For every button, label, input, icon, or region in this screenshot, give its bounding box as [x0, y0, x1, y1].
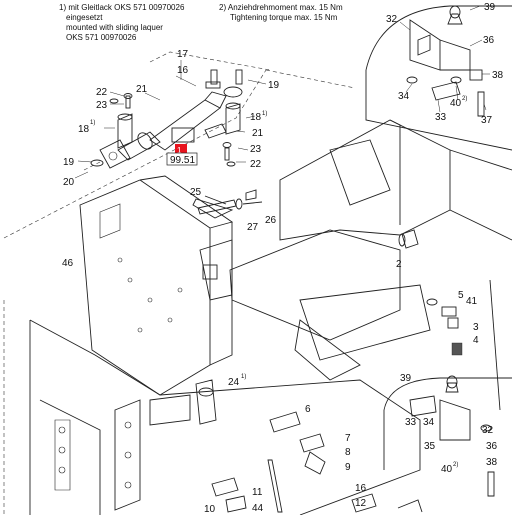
callout-33-bottom: 33: [405, 417, 417, 428]
callout-25: 25: [190, 187, 202, 198]
inset-detail-bottom: [383, 375, 512, 497]
callout-44: 44: [252, 503, 264, 514]
callout-38-bottom: 38: [486, 457, 498, 468]
callout-7: 7: [345, 433, 351, 444]
main-column: [79, 175, 234, 396]
callout-41: 41: [466, 296, 478, 307]
callout-32-top: 32: [386, 14, 398, 25]
callout-32-bottom: 32: [482, 425, 494, 436]
callout-16-bottom: 16: [355, 483, 367, 494]
callout-12: 12: [355, 498, 367, 509]
callout-22-right: 22: [250, 159, 262, 170]
note2-line2: Tightening torque max. 15 Nm: [230, 13, 338, 22]
callout-21-top: 21: [136, 84, 148, 95]
callout-39-top: 39: [484, 2, 496, 13]
callout-34-top: 34: [398, 91, 410, 102]
leader-lines: [74, 5, 490, 179]
callout-37: 37: [481, 115, 493, 126]
callout-40-bottom: 40: [441, 464, 453, 475]
callout-40-top: 40: [450, 98, 462, 109]
callout-19-left: 19: [63, 157, 75, 168]
superscript-18-left: 1): [90, 120, 95, 126]
callout-9: 9: [345, 462, 351, 473]
hydraulic-fittings-right: [398, 229, 463, 356]
callout-2: 2: [396, 259, 402, 270]
callout-24: 24: [228, 377, 240, 388]
callout-17: 17: [177, 49, 189, 60]
inset-detail-top: [365, 5, 512, 151]
callout-16: 16: [177, 65, 189, 76]
superscript-24: 1): [241, 374, 246, 380]
page-reference[interactable]: 1 99.51: [166, 144, 198, 166]
frame-outline: [3, 69, 356, 515]
reference-red-label: 1: [177, 146, 182, 155]
note1-line2: eingesetzt: [66, 13, 103, 22]
callout-11: 11: [252, 487, 263, 498]
callout-23-top: 23: [96, 100, 108, 111]
callout-35: 35: [424, 441, 436, 452]
hydraulic-cylinder: [83, 51, 271, 171]
callout-6: 6: [305, 404, 311, 415]
callout-21-right: 21: [252, 128, 264, 139]
callout-18-left: 18: [78, 124, 90, 135]
callout-19-top: 19: [268, 80, 280, 91]
callout-27: 27: [247, 222, 259, 233]
note2-line1: 2) Anziehdrehmoment max. 15 Nm: [219, 3, 343, 12]
note1-line3: mounted with sliding laquer: [66, 23, 163, 32]
callout-33-top: 33: [435, 112, 447, 123]
callout-36-bottom: 36: [486, 441, 498, 452]
bracket-assembly: [197, 189, 263, 215]
note1-line1: 1) mit Gleitlack OKS 571 00970026: [59, 3, 185, 12]
callout-34-bottom: 34: [423, 417, 435, 428]
hydraulic-fittings-bottom: [195, 379, 423, 513]
superscript-18-right: 1): [262, 111, 267, 117]
callout-39-bottom: 39: [400, 373, 412, 384]
callout-38-top: 38: [492, 70, 504, 81]
reference-highlight: [175, 144, 187, 154]
callout-10: 10: [204, 504, 216, 515]
callout-3: 3: [473, 322, 479, 333]
callout-20: 20: [63, 177, 75, 188]
note1-line4: OKS 571 00970026: [66, 33, 137, 42]
reference-box: [166, 152, 198, 166]
reference-page-number: 99.51: [170, 155, 195, 166]
callout-46: 46: [62, 258, 74, 269]
callout-23-right: 23: [250, 144, 262, 155]
superscript-40-bottom: 2): [453, 462, 458, 468]
superscript-40-top: 2): [462, 96, 467, 102]
callout-4: 4: [473, 335, 479, 346]
callout-labels: 17 16 19 22 23 21 18 1) 18 1) 21 23 22 1…: [62, 2, 504, 515]
callout-8: 8: [345, 447, 351, 458]
callout-5: 5: [458, 290, 464, 301]
callout-36-top: 36: [483, 35, 495, 46]
callout-18-right: 18: [250, 112, 262, 123]
callout-22-top: 22: [96, 87, 108, 98]
chassis-frame: [29, 119, 512, 515]
callout-26: 26: [265, 215, 277, 226]
